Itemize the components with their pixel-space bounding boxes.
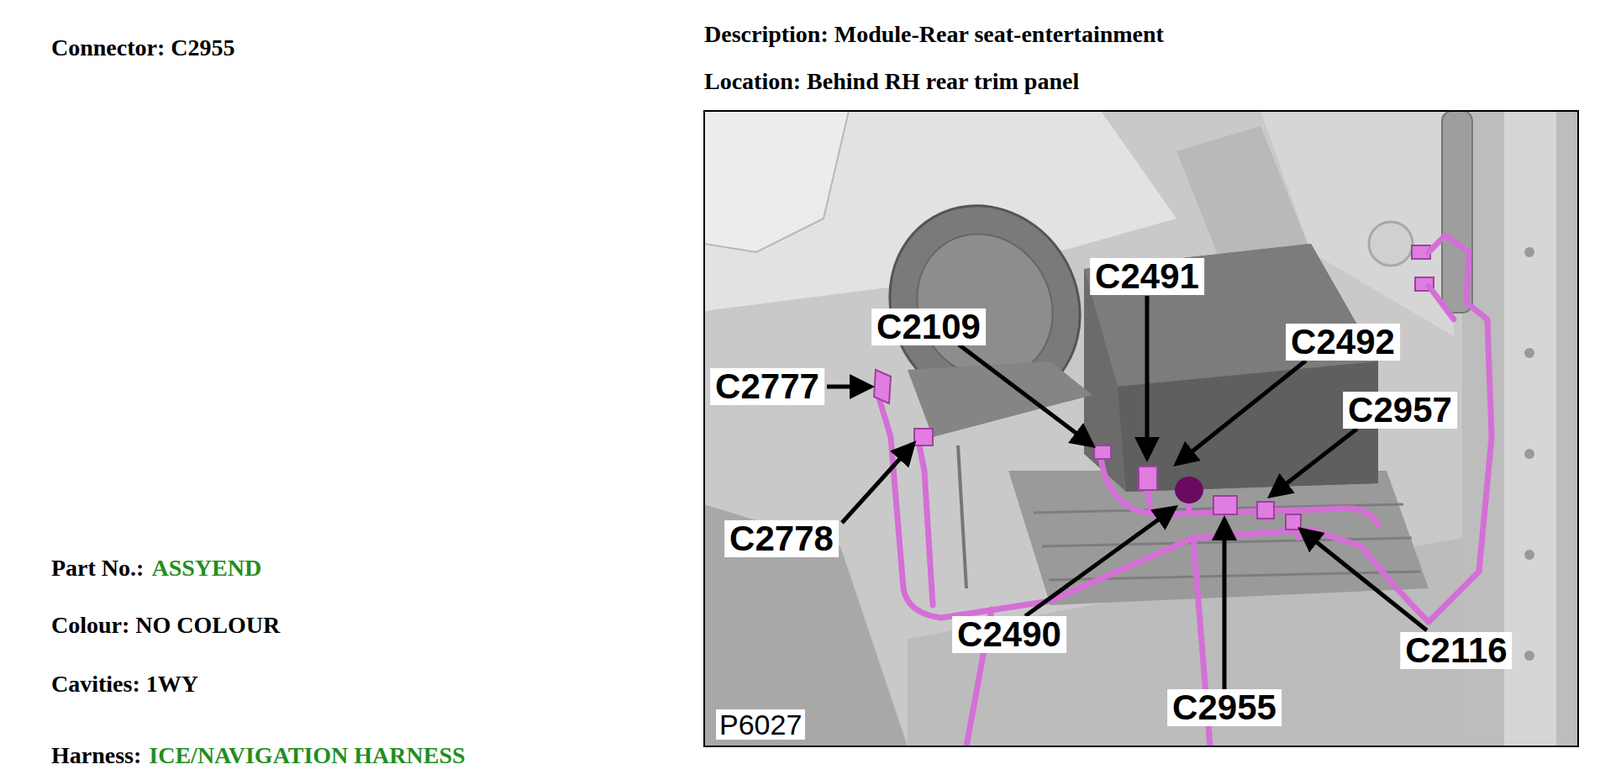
callout-number: C2491 xyxy=(1089,257,1205,295)
cavities-text: Cavities: 1WY xyxy=(51,670,199,698)
callout-number: C2490 xyxy=(952,615,1067,653)
callout-number: C2109 xyxy=(871,308,986,346)
colour-text: Colour: NO COLOUR xyxy=(51,611,280,639)
location-text: Location: Behind RH rear trim panel xyxy=(704,68,1079,95)
leader-arrows xyxy=(826,295,1427,690)
part-number: ASSYEND xyxy=(151,554,262,582)
callout-number: C2777 xyxy=(710,368,825,406)
part-number: Part No.: xyxy=(51,554,144,582)
harness-name: Harness: xyxy=(51,742,142,769)
callout-number: C2778 xyxy=(724,520,839,558)
illustration-body xyxy=(704,110,1579,747)
harness-name-row: Harness:ICE/NAVIGATION HARNESS xyxy=(51,742,466,769)
figure-number: P6027 xyxy=(715,709,806,740)
connector-id: Connector: C2955 xyxy=(51,34,236,62)
callout-number: C2116 xyxy=(1400,631,1512,669)
description-text: Description: Module-Rear seat-entertainm… xyxy=(704,21,1164,48)
part-number-row: Part No.:ASSYEND xyxy=(51,554,262,582)
harness-name: ICE/NAVIGATION HARNESS xyxy=(148,742,465,769)
callout-number: C2492 xyxy=(1285,323,1400,361)
callout-number: C2955 xyxy=(1167,689,1282,727)
callout-number: C2957 xyxy=(1342,391,1458,429)
